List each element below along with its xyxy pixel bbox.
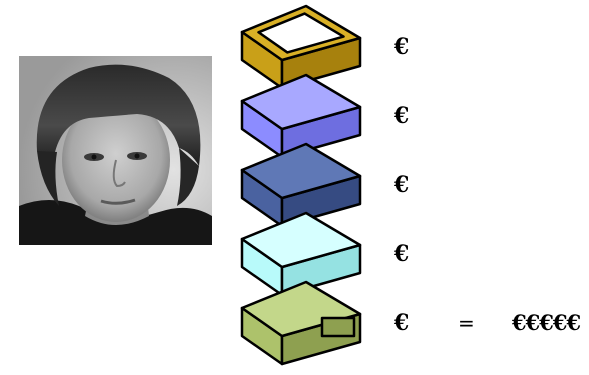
euro-total: €€€€€ bbox=[512, 312, 580, 334]
euro-label-5: € bbox=[394, 312, 409, 334]
euro-label-3: € bbox=[394, 174, 409, 196]
euro-label-4: € bbox=[394, 243, 409, 265]
euro-label-1: € bbox=[394, 36, 409, 58]
euro-label-2: € bbox=[394, 105, 409, 127]
block-5 bbox=[242, 282, 360, 364]
block-stack bbox=[232, 0, 372, 375]
block-5-step bbox=[322, 318, 354, 336]
equals-sign: = bbox=[458, 313, 475, 333]
portrait-photo bbox=[19, 56, 212, 245]
